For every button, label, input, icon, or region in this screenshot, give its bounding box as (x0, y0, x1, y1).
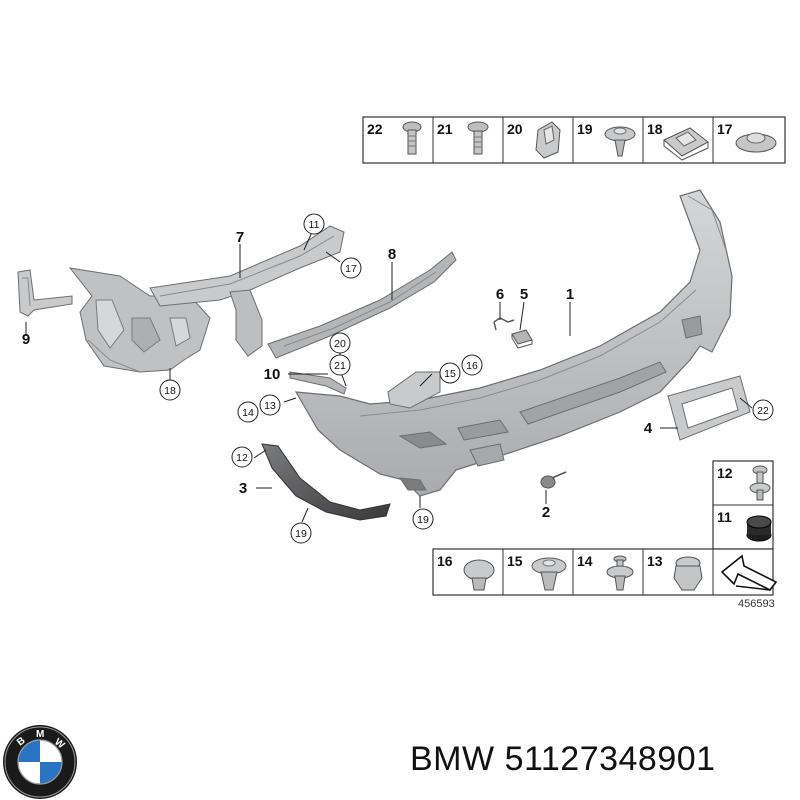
part-4-bracket (667, 375, 751, 441)
box-label-18: 18 (647, 121, 663, 137)
brand-name: BMW (410, 740, 495, 778)
expanding-clip-icon (531, 557, 567, 591)
label-4: 4 (644, 420, 653, 437)
label-2: 2 (542, 504, 550, 521)
label-7: 7 (236, 229, 244, 246)
callout-11: 11 (303, 213, 325, 235)
spring-nut-icon (663, 127, 709, 161)
torx-screw-icon (402, 121, 422, 155)
part-number: 51127348901 (504, 740, 716, 778)
callout-21: 21 (329, 354, 351, 376)
direction-arrow-icon (720, 554, 778, 592)
box-label-20: 20 (507, 121, 523, 137)
svg-text:19: 19 (295, 528, 307, 540)
box-label-17: 17 (717, 121, 733, 137)
box-label-22: 22 (367, 121, 383, 137)
label-9: 9 (22, 331, 30, 348)
box-label-16: 16 (437, 553, 453, 569)
svg-text:20: 20 (334, 338, 346, 350)
part-2-plug (540, 471, 567, 489)
svg-text:19: 19 (417, 514, 429, 526)
part-15-plate (387, 371, 441, 409)
box-label-11: 11 (717, 509, 732, 525)
callout-13: 13 (259, 394, 281, 416)
callout-17: 17 (340, 257, 362, 279)
expanding-rivet-icon (604, 126, 636, 157)
rivet-clip-icon (606, 555, 634, 591)
box-label-15: 15 (507, 553, 523, 569)
label-10: 10 (264, 366, 281, 383)
washer-nut-icon (735, 132, 777, 153)
callout-12: 12 (231, 446, 253, 468)
part-18-carrier (68, 267, 211, 373)
part-1-bumper-cover (294, 189, 733, 497)
part-9-bracket (17, 269, 73, 317)
callout-19-right: 19 (412, 508, 434, 530)
label-3: 3 (239, 480, 247, 497)
box-label-12: 12 (717, 465, 733, 481)
callout-18: 18 (159, 379, 181, 401)
label-5: 5 (520, 286, 528, 303)
part-6-bracket (493, 317, 515, 331)
box-label-21: 21 (437, 121, 453, 137)
push-clip-icon (463, 559, 495, 591)
diagram-id: 456593 (738, 598, 775, 610)
rubber-buffer-icon (746, 515, 772, 542)
box-label-14: 14 (577, 553, 593, 569)
svg-text:11: 11 (309, 219, 320, 231)
svg-text:16: 16 (466, 360, 478, 372)
callout-20: 20 (329, 332, 351, 354)
callout-15: 15 (439, 362, 461, 384)
callout-16: 16 (461, 354, 483, 376)
svg-text:18: 18 (164, 385, 176, 397)
circled-labels: 11 17 20 21 18 15 16 14 13 12 19 19 22 (159, 213, 774, 544)
svg-text:21: 21 (334, 360, 346, 372)
part-5-clip (511, 329, 533, 349)
tree-clip-icon (673, 556, 703, 591)
svg-text:22: 22 (757, 405, 769, 417)
top-hardware-box: 22 21 20 19 18 17 (362, 116, 786, 164)
part-7-upper-beam (149, 225, 345, 357)
box-label-13: 13 (647, 553, 663, 569)
svg-text:14: 14 (242, 407, 254, 419)
clip-nut-icon (535, 121, 561, 159)
part-3-trim (261, 443, 391, 521)
callout-22: 22 (752, 399, 774, 421)
bolt-icon (749, 465, 771, 501)
svg-text:M: M (36, 729, 44, 740)
bmw-logo: B M W (3, 725, 77, 799)
svg-text:15: 15 (444, 368, 456, 380)
svg-text:17: 17 (345, 263, 357, 275)
label-1: 1 (566, 286, 574, 303)
label-6: 6 (496, 286, 504, 303)
svg-text:12: 12 (236, 452, 248, 464)
plain-labels: 1 2 3 4 5 6 7 8 9 10 (22, 229, 653, 521)
callout-14: 14 (237, 401, 259, 423)
hex-screw-icon (467, 121, 489, 155)
label-8: 8 (388, 246, 396, 263)
part-10-strip (289, 371, 347, 395)
right-hardware-box: 12 11 (712, 460, 774, 550)
bottom-hardware-box: 16 15 14 13 (432, 548, 778, 596)
callout-19-left: 19 (290, 522, 312, 544)
svg-text:13: 13 (264, 400, 276, 412)
box-label-19: 19 (577, 121, 593, 137)
part-8-guide-strip (267, 251, 457, 359)
